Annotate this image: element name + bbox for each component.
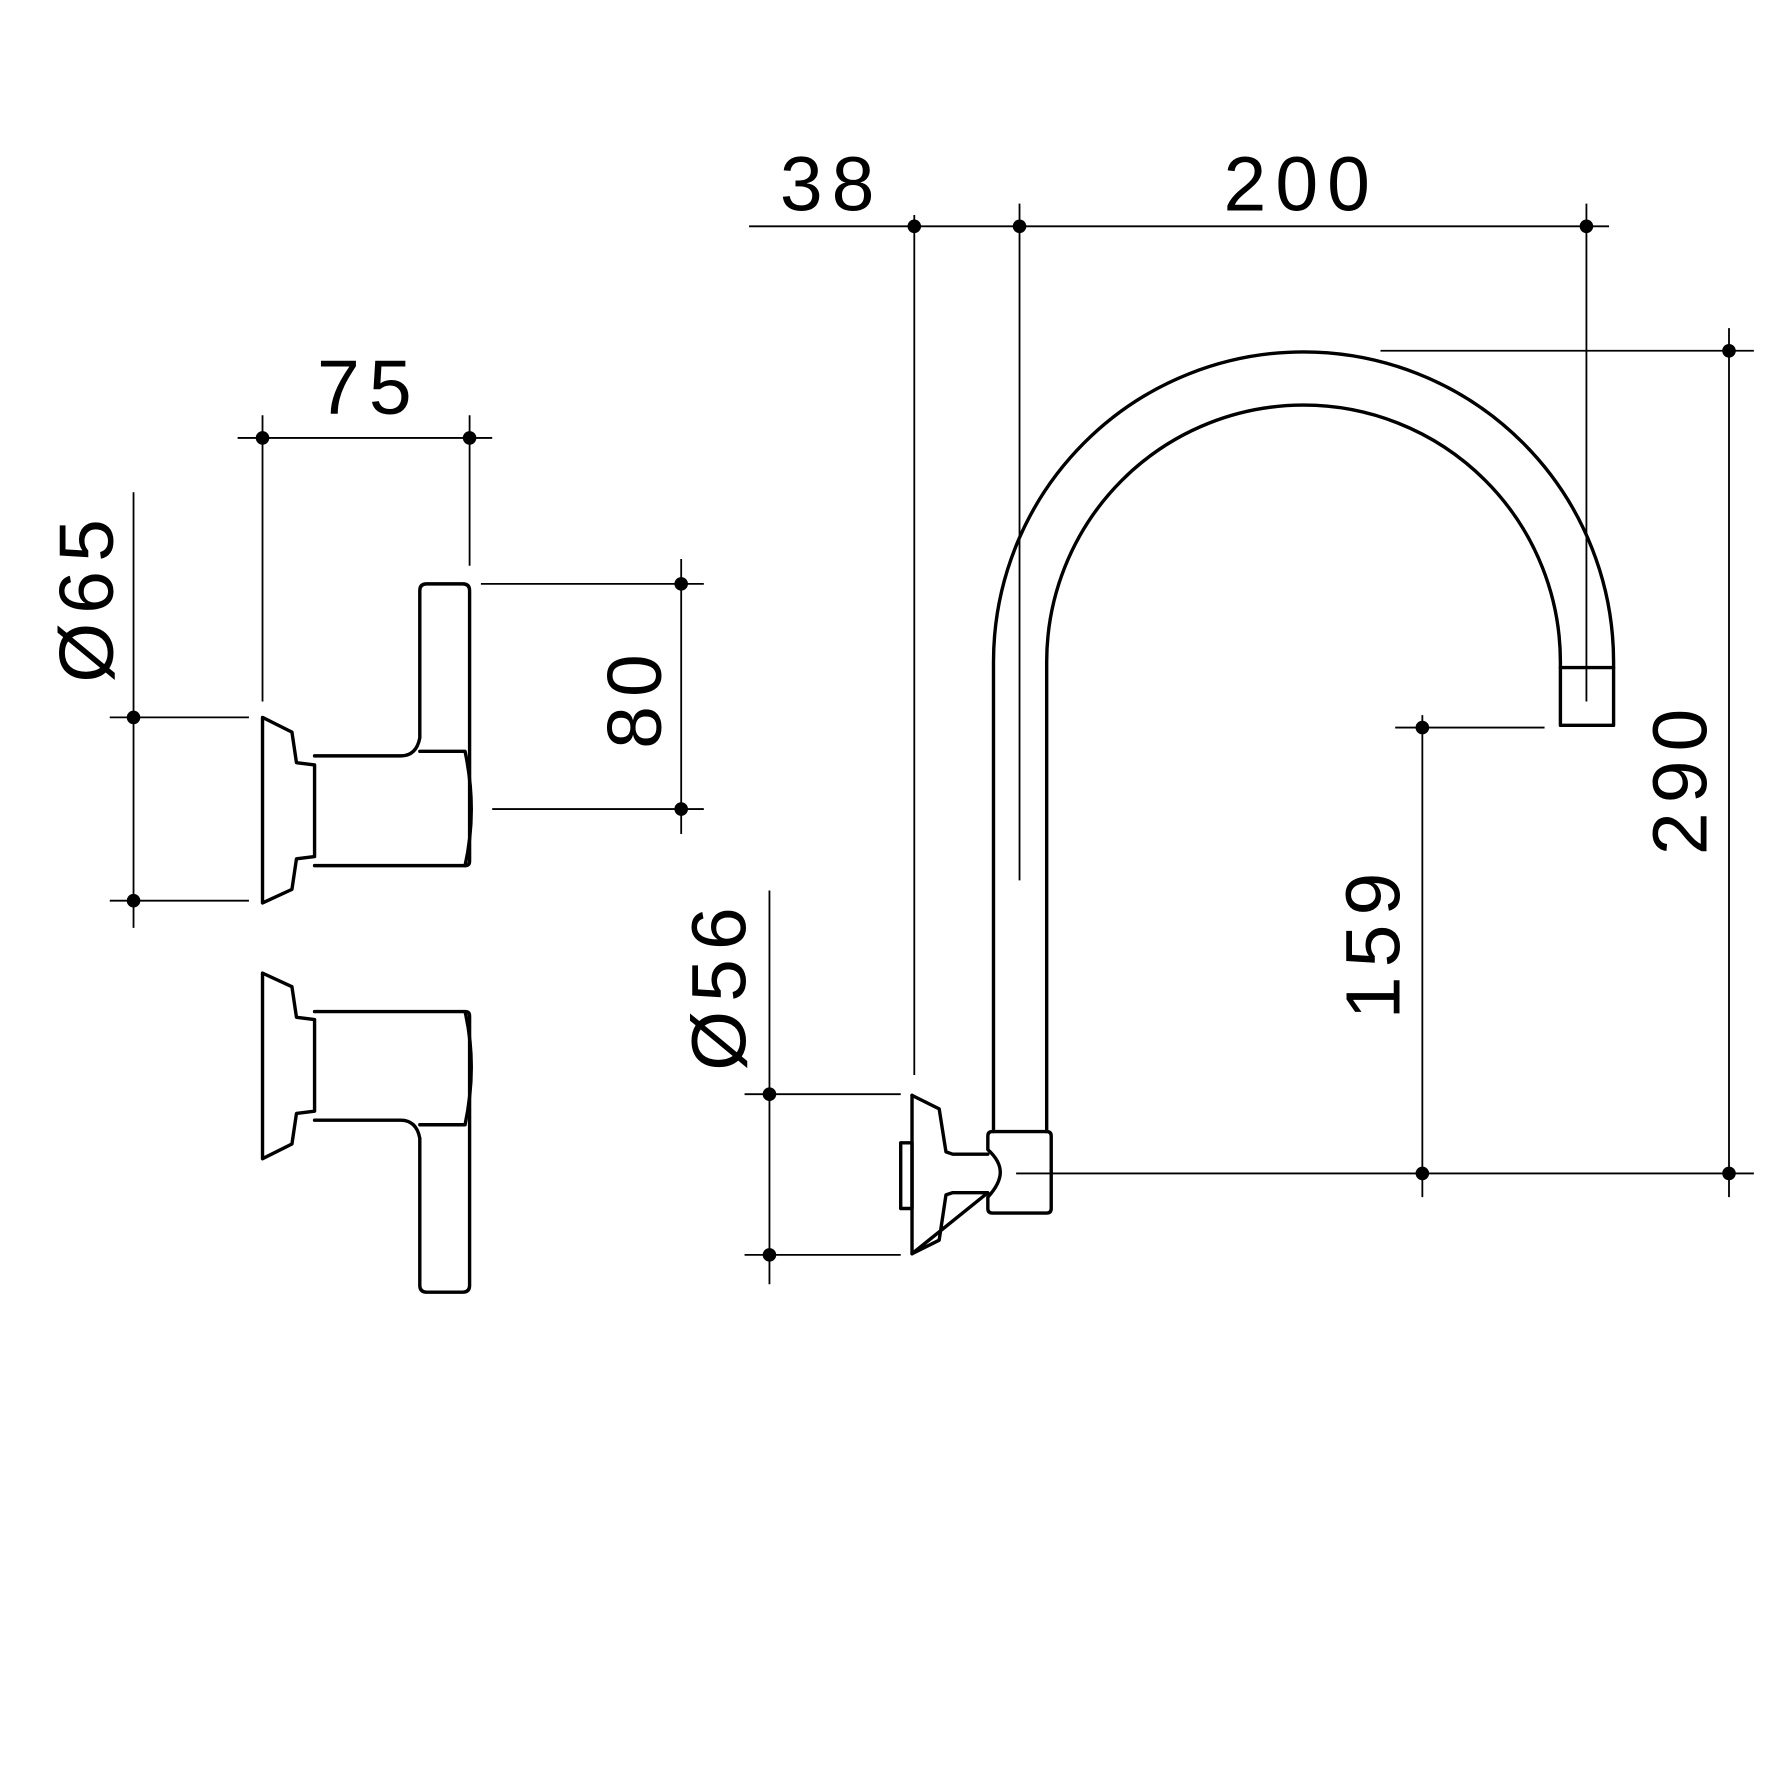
dimension-56: Ø56 — [677, 890, 901, 1285]
dim-200: 200 — [1224, 141, 1380, 227]
dim-159: 159 — [1331, 864, 1417, 1020]
dimension-top: 38 200 — [749, 141, 1610, 1075]
dim-80: 80 — [592, 645, 678, 749]
dim-290: 290 — [1637, 700, 1723, 856]
dimension-65: Ø65 — [44, 492, 249, 928]
handle-lever-down — [260, 971, 473, 1294]
dim-75: 75 — [317, 345, 421, 431]
dimension-80: 80 — [480, 558, 704, 834]
dimension-159: 159 — [1331, 715, 1545, 1198]
dimension-75: 75 — [237, 345, 493, 702]
handle-lever-up — [260, 582, 473, 905]
spout — [899, 350, 1616, 1256]
dim-56: Ø56 — [677, 898, 763, 1071]
dim-65: Ø65 — [44, 510, 130, 683]
dim-38: 38 — [780, 141, 884, 227]
dimension-290: 290 — [1016, 328, 1754, 1198]
